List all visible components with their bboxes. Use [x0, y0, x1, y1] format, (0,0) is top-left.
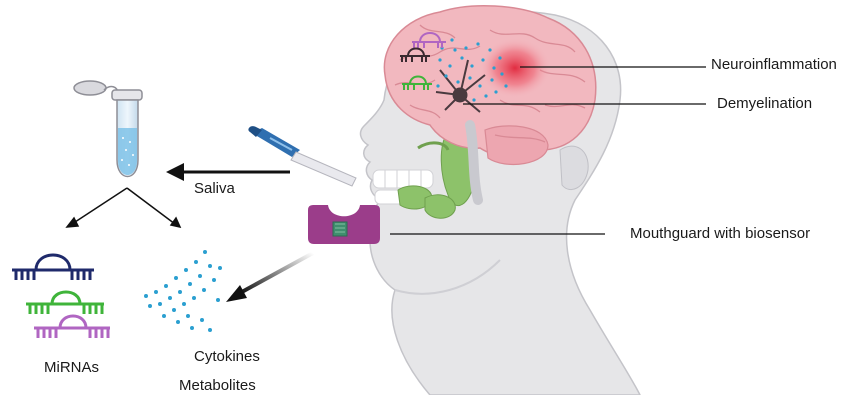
- mouthguard-biosensor: [308, 205, 380, 244]
- split-arrows: [67, 188, 180, 227]
- cytokine-dots: [144, 250, 222, 332]
- mirna-navy-icon: [12, 255, 94, 280]
- label-mirnas: MiRNAs: [44, 359, 99, 376]
- label-neuroinflammation: Neuroinflammation: [711, 56, 837, 73]
- label-saliva: Saliva: [194, 180, 235, 197]
- arrow-to-biomarkers: [226, 253, 313, 302]
- label-cytokines: Cytokines: [194, 348, 260, 365]
- mirna-violet-icon: [34, 316, 110, 338]
- label-demyelination: Demyelination: [717, 95, 812, 112]
- sample-tube: [74, 81, 142, 177]
- arrow-to-tube: [166, 163, 290, 181]
- mirna-green-icon: [26, 292, 104, 314]
- label-mouthguard: Mouthguard with biosensor: [630, 225, 810, 242]
- saliva-swab: [248, 126, 356, 186]
- label-metabolites: Metabolites: [179, 377, 256, 394]
- mirna-icons: [12, 255, 110, 338]
